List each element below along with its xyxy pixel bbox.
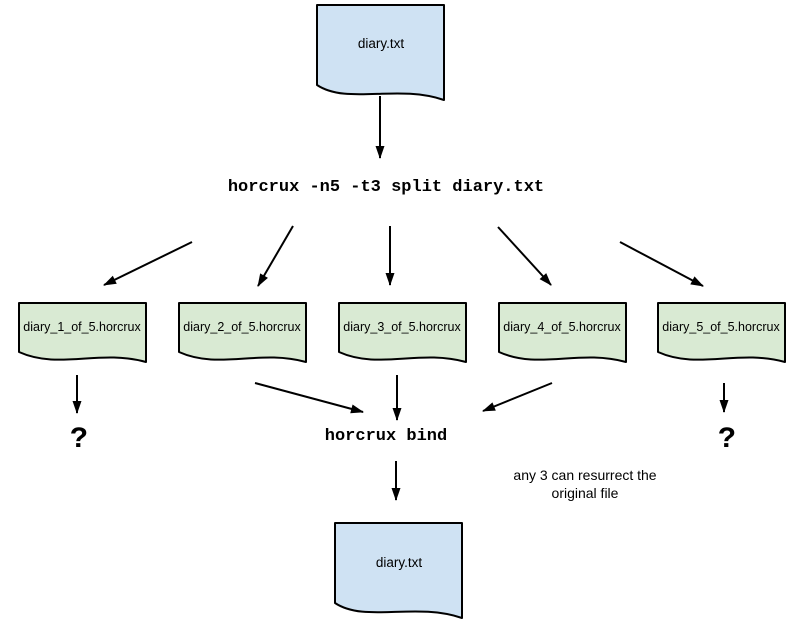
arrow-split-to-horcrux-4-icon: [497, 226, 552, 286]
bind-command-label: horcrux bind: [325, 427, 447, 446]
horcrux-3-document-shape: [338, 302, 467, 363]
horcrux-1-document-shape: [18, 302, 147, 363]
horcrux-2-document-shape: [178, 302, 307, 363]
lost-marker-right: ?: [718, 423, 736, 457]
horcrux-1-label: diary_1_of_5.horcrux: [23, 320, 141, 334]
source-file-document-shape: [316, 4, 445, 101]
horcrux-3-label: diary_3_of_5.horcrux: [343, 320, 461, 334]
horcrux-5-document-shape: [657, 302, 786, 363]
restored-file-document-shape: [334, 522, 463, 619]
horcrux-file-node-5: diary_5_of_5.horcrux: [657, 302, 786, 363]
annotation-note: any 3 can resurrect the original file: [513, 467, 656, 501]
arrow-horcrux-2-to-bind-icon: [254, 382, 364, 414]
horcrux-4-label: diary_4_of_5.horcrux: [503, 320, 621, 334]
horcrux-5-label: diary_5_of_5.horcrux: [662, 320, 780, 334]
source-file-label: diary.txt: [358, 36, 405, 51]
lost-marker-left: ?: [70, 423, 88, 457]
horcrux-file-node-3: diary_3_of_5.horcrux: [338, 302, 467, 363]
split-command-label: horcrux -n5 -t3 split diary.txt: [228, 178, 544, 197]
restored-file-node: diary.txt: [334, 522, 463, 619]
annotation-line-2: original file: [552, 485, 619, 501]
horcrux-file-node-2: diary_2_of_5.horcrux: [178, 302, 307, 363]
horcrux-file-node-1: diary_1_of_5.horcrux: [18, 302, 147, 363]
horcrux-4-document-shape: [498, 302, 627, 363]
restored-file-label: diary.txt: [376, 555, 423, 570]
horcrux-file-node-4: diary_4_of_5.horcrux: [498, 302, 627, 363]
arrow-horcrux-4-to-bind-icon: [482, 382, 553, 412]
horcrux-2-label: diary_2_of_5.horcrux: [183, 320, 301, 334]
arrow-split-to-horcrux-1-icon: [103, 241, 193, 286]
arrow-split-to-horcrux-5-icon: [619, 241, 704, 287]
source-file-node: diary.txt: [316, 4, 445, 101]
annotation-line-1: any 3 can resurrect the: [513, 467, 656, 483]
arrow-split-to-horcrux-2-icon: [257, 225, 294, 287]
